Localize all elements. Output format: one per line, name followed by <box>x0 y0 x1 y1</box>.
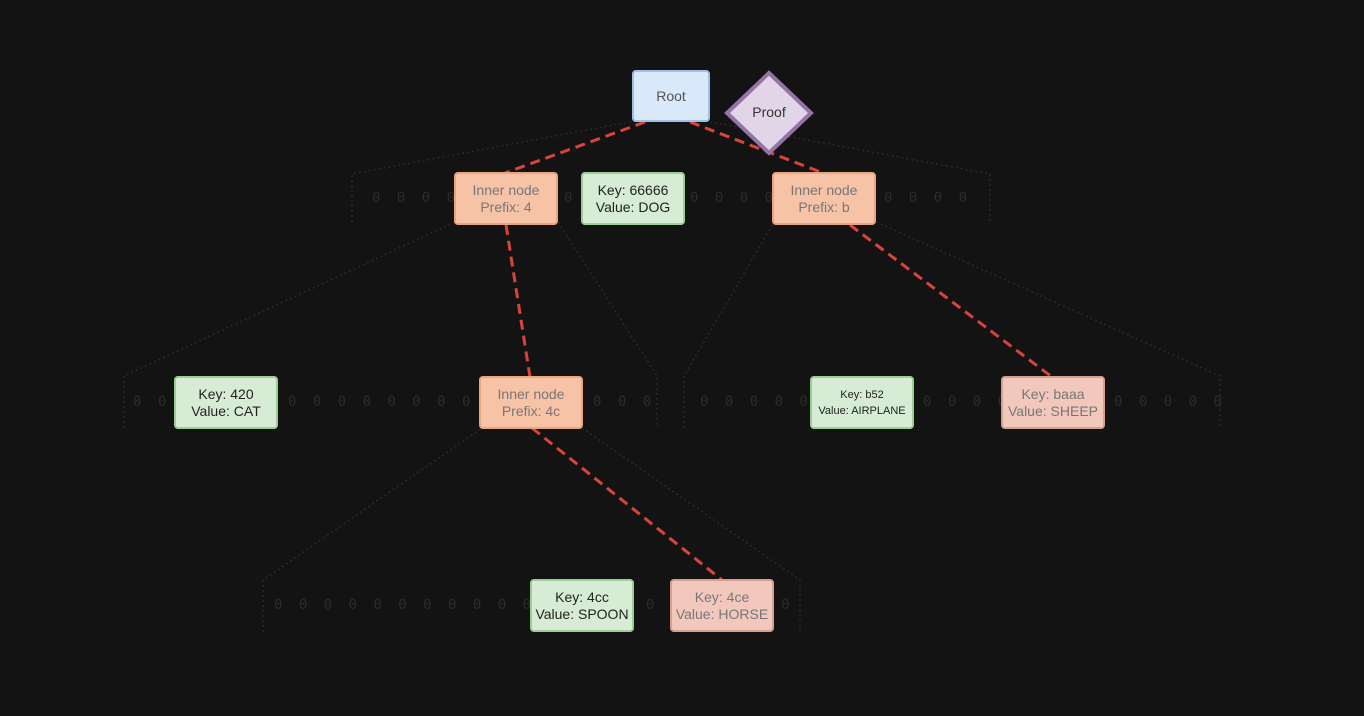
proof-label: Proof <box>752 104 786 120</box>
slots-level3-b: 0 <box>646 597 659 613</box>
slots-level1-a: 0 0 0 0 <box>372 190 460 206</box>
node-line1: Key: 420 <box>198 385 254 402</box>
node-line1: Key: 4ce <box>694 588 750 605</box>
node-line2: Value: DOG <box>595 198 671 215</box>
leaf-node-b52: Key: b52 Value: AIRPLANE <box>810 376 914 429</box>
node-line2: Value: CAT <box>191 402 261 419</box>
proof-edge-inner4-inner4c <box>504 224 532 378</box>
slots-level1-d: 0 0 0 0 <box>884 190 972 206</box>
node-line2: Value: SPOON <box>535 605 629 622</box>
slots-level2-e: 0 0 0 0 <box>923 394 1011 410</box>
proof-edge-root-inner4 <box>504 120 646 175</box>
node-line1: Inner node <box>790 181 858 198</box>
node-line1: Inner node <box>472 181 540 198</box>
node-line1: Key: baaa <box>1021 385 1085 402</box>
node-line1: Key: 66666 <box>597 181 669 198</box>
proof-edge-inner4c-4ce <box>531 426 723 582</box>
node-line2: Value: AIRPLANE <box>818 404 906 417</box>
outline-inner4-children <box>123 221 658 428</box>
root-label: Root <box>656 87 686 104</box>
leaf-node-4ce: Key: 4ce Value: HORSE <box>670 579 774 632</box>
proof-edge-innerb-baaa <box>849 223 1053 379</box>
slots-level3-c: 0 <box>781 597 794 613</box>
slots-level1-c: 0 0 0 0 <box>690 190 778 206</box>
leaf-node-66666: Key: 66666 Value: DOG <box>581 172 685 225</box>
slots-level2-a: 0 0 <box>133 394 171 410</box>
outline-inner4c-children <box>262 427 801 632</box>
leaf-node-420: Key: 420 Value: CAT <box>174 376 278 429</box>
group-outlines <box>123 119 1221 632</box>
inner-node-prefix-b: Inner node Prefix: b <box>772 172 876 225</box>
inner-node-prefix-4c: Inner node Prefix: 4c <box>479 376 583 429</box>
node-line2: Prefix: 4c <box>501 402 561 419</box>
proof-diamond <box>724 70 814 156</box>
slots-level3-a: 0 0 0 0 0 0 0 0 0 0 0 0 <box>274 597 560 613</box>
leaf-node-baaa: Key: baaa Value: SHEEP <box>1001 376 1105 429</box>
node-line2: Prefix: 4 <box>480 198 532 215</box>
slots-level1-b: 0 <box>564 190 577 206</box>
node-line2: Value: HORSE <box>675 605 769 622</box>
inner-node-prefix-4: Inner node Prefix: 4 <box>454 172 558 225</box>
node-line1: Key: b52 <box>840 388 884 401</box>
proof-edge-root-innerb <box>689 120 824 175</box>
outline-innerb-children <box>683 221 1221 428</box>
node-line1: Key: 4cc <box>555 588 609 605</box>
slots-level2-c: 0 0 0 <box>593 394 656 410</box>
node-line1: Inner node <box>497 385 565 402</box>
root-node: Root <box>632 70 710 122</box>
outline-level1 <box>351 119 991 222</box>
proof-path <box>504 120 1053 582</box>
leaf-node-4cc: Key: 4cc Value: SPOON <box>530 579 634 632</box>
slots-level2-d: 0 0 0 0 0 <box>700 394 812 410</box>
slots-level2-f: 0 0 0 0 0 <box>1114 394 1226 410</box>
slots-level2-b: 0 0 0 0 0 0 0 0 0 <box>288 394 500 410</box>
node-line2: Prefix: b <box>798 198 850 215</box>
node-line2: Value: SHEEP <box>1007 402 1098 419</box>
